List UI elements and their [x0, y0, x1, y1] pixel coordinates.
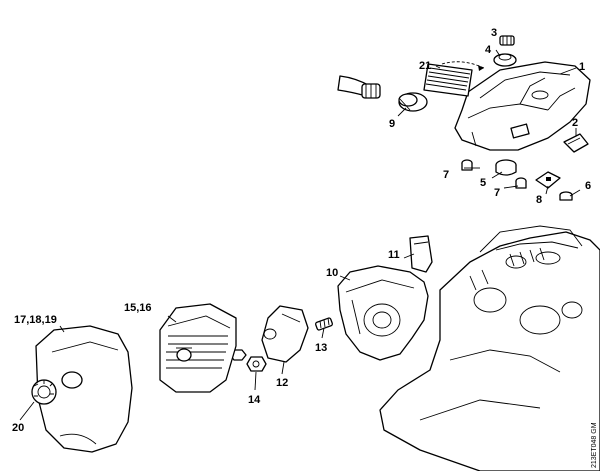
- part-baffle: [409, 235, 433, 273]
- callout-17-18-19: 17,18,19: [14, 314, 57, 326]
- callout-labels: 1 2 3 4 21 9 7 5 7 8 6 11 10 13 12 14 15…: [12, 27, 591, 434]
- callout-4: 4: [485, 44, 492, 56]
- part-elbow: [261, 305, 309, 363]
- callout-20: 20: [12, 422, 24, 434]
- part-mount-small-a: [461, 159, 473, 171]
- part-filter-cover: [35, 325, 133, 453]
- callout-14: 14: [248, 394, 261, 406]
- callout-5: 5: [480, 177, 486, 189]
- callout-9: 9: [389, 118, 395, 130]
- callout-15-16: 15,16: [124, 302, 152, 314]
- callout-12: 12: [276, 377, 288, 389]
- part-plug: [499, 35, 515, 46]
- part-grille: [423, 61, 485, 97]
- part-twist-knob: [31, 379, 57, 405]
- part-mount-small-b: [515, 177, 527, 189]
- leader-lines: [19, 35, 581, 421]
- callout-13: 13: [315, 342, 327, 354]
- callout-1: 1: [579, 61, 585, 73]
- callout-11: 11: [388, 249, 400, 261]
- callout-10: 10: [326, 267, 338, 279]
- part-engine-housing: [379, 225, 600, 471]
- callout-7b: 7: [494, 187, 500, 199]
- part-retainer: [535, 171, 561, 189]
- callout-2: 2: [572, 117, 578, 129]
- callout-6: 6: [585, 180, 591, 192]
- part-shroud: [454, 61, 591, 151]
- part-buffer-small: [559, 191, 573, 201]
- drawing-code: 213ET048 GM: [591, 422, 598, 468]
- part-filter-base: [337, 265, 429, 361]
- part-connector: [337, 75, 428, 112]
- part-screw: [315, 317, 333, 331]
- part-air-filter: [159, 303, 237, 393]
- part-latch: [563, 133, 589, 153]
- callout-21: 21: [419, 60, 431, 72]
- part-nut-14: [246, 356, 267, 372]
- part-buffer: [495, 159, 517, 176]
- callout-3: 3: [491, 27, 497, 39]
- part-grommet: [493, 53, 517, 67]
- callout-7a: 7: [443, 169, 449, 181]
- callout-8: 8: [536, 194, 542, 206]
